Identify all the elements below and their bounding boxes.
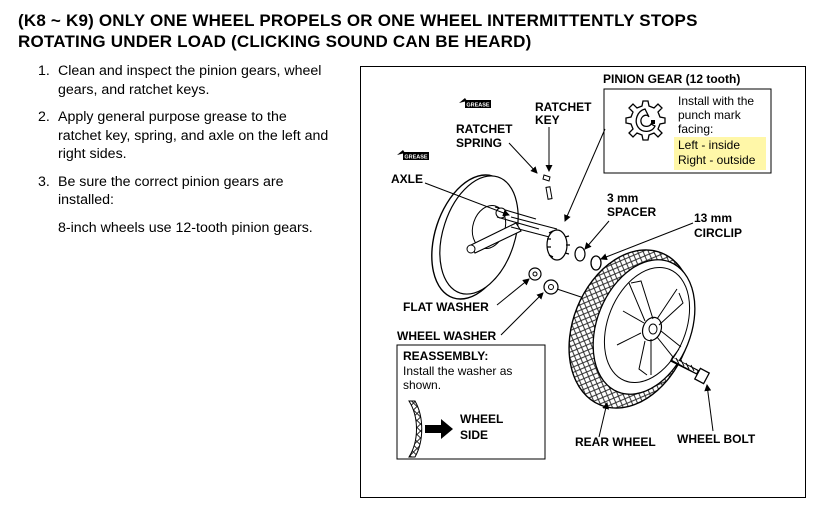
reassembly-line: shown. (403, 378, 441, 392)
pinion-gear-icon (625, 100, 666, 141)
callout-left-inside: Left - inside (678, 138, 740, 152)
step-line: Clean and inspect the pinion gears, whee… (58, 63, 322, 79)
spacer-part (574, 246, 586, 262)
step-line: gears, and ratchet keys. (58, 81, 210, 98)
grease-tag-label: GREASE (466, 103, 490, 109)
label-circlip: CIRCLIP (694, 226, 742, 240)
label-flat-washer: FLAT WASHER (403, 300, 489, 314)
step-line: right sides. (58, 146, 127, 162)
leader-lines (424, 127, 714, 438)
ratchet-spring-part (542, 174, 551, 182)
step-line: Apply general purpose grease to the (58, 109, 287, 125)
pinion-gear-part (546, 229, 570, 261)
grease-icon: GREASE (459, 98, 491, 109)
step-3: 3. Be sure the correct pinion gears are … (38, 173, 358, 210)
wheel-bolt-part (669, 356, 711, 385)
step-number: 3. (38, 173, 50, 190)
grease-tag-label: GREASE (404, 155, 428, 161)
label-ratchet-spring: RATCHET (456, 122, 513, 136)
callout-line: facing: (678, 122, 713, 136)
label-ratchet-key: RATCHET (535, 100, 592, 114)
label-pinion-gear: PINION GEAR (12 tooth) (603, 72, 740, 86)
grease-icon: GREASE (397, 150, 429, 161)
callout-line: punch mark (678, 108, 742, 122)
label-circlip: 13 mm (694, 211, 732, 225)
diagram-svg: GREASE GREASE RATCHET SPRING RATCHET KEY… (391, 72, 772, 460)
step-line: Be sure the correct pinion gears are (58, 173, 284, 190)
reassembly-heading: REASSEMBLY: (403, 349, 488, 363)
callout-right-outside: Right - outside (678, 153, 756, 167)
reassembly-line: Install the washer as (403, 364, 512, 378)
wheel-side-label: SIDE (460, 428, 488, 442)
label-spacer: 3 mm (607, 191, 638, 205)
label-wheel-washer: WHEEL WASHER (397, 329, 496, 343)
circlip-part (590, 255, 602, 271)
label-axle: AXLE (391, 172, 423, 186)
label-ratchet-key: KEY (535, 113, 560, 127)
exploded-diagram: GREASE GREASE RATCHET SPRING RATCHET KEY… (360, 66, 806, 498)
callout-highlight (674, 137, 766, 170)
wheel-side-label: WHEEL (460, 412, 503, 426)
inner-wheel-drawing (431, 174, 540, 300)
pinion-note: 8-inch wheels use 12-tooth pinion gears. (58, 219, 313, 236)
washer-profile-icon (408, 400, 423, 458)
step-line: installed: (58, 192, 114, 208)
arrow-right-icon (425, 419, 453, 439)
label-wheel-bolt: WHEEL BOLT (677, 432, 756, 446)
step-number: 2. (38, 109, 50, 125)
step-1: 1. Clean and inspect the pinion gears, w… (38, 62, 358, 99)
callout-line: Install with the (678, 94, 754, 108)
step-line: ratchet key, spring, and axle on the lef… (58, 127, 329, 144)
label-ratchet-spring: SPRING (456, 136, 502, 150)
title-line-2: ROTATING UNDER LOAD (CLICKING SOUND CAN … (18, 32, 532, 51)
rear-wheel-drawing (568, 249, 696, 409)
ratchet-key-part (545, 186, 553, 200)
step-2: 2. Apply general purpose grease to the r… (38, 108, 358, 164)
procedure-steps: 1. Clean and inspect the pinion gears, w… (38, 62, 358, 237)
label-rear-wheel: REAR WHEEL (575, 435, 656, 449)
label-spacer: SPACER (607, 205, 656, 219)
page-title: (K8 ~ K9) ONLY ONE WHEEL PROPELS OR ONE … (18, 10, 818, 52)
title-line-1: (K8 ~ K9) ONLY ONE WHEEL PROPELS OR ONE … (18, 11, 698, 30)
step-number: 1. (38, 63, 50, 79)
reassembly-box (396, 344, 546, 460)
